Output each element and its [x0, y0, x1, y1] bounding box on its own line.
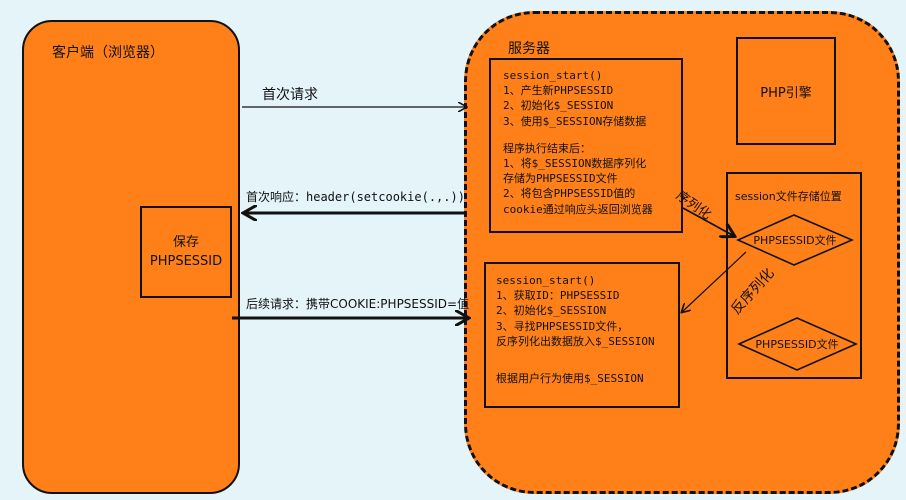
phpsessid-file-diamond-2: [737, 317, 858, 371]
first-box-line: 1、将$_SESSION数据序列化: [503, 157, 647, 171]
phpsessid-store-box: 保存 PHPSESSID: [140, 206, 232, 298]
first-response-label: 首次响应：header(setcookie(.,.)): [246, 188, 465, 205]
serialize-arrow: [682, 207, 734, 236]
diamond-1-label: PHPSESSID文件: [753, 233, 836, 247]
client-browser-box: [22, 20, 240, 494]
server-title: 服务器: [508, 41, 550, 57]
first-request-process-box: session_start() 1、产生新PHPSESSID 2、初始化$_SE…: [489, 58, 683, 233]
first-box-line: 2、将包含PHPSESSID值的: [503, 187, 636, 201]
php-engine-label: PHP引擎: [760, 85, 812, 101]
later-box-line: 1、获取ID：PHPSESSID: [496, 289, 620, 303]
first-request-label: 首次请求: [262, 87, 318, 103]
first-box-line: 程序执行结束后：: [503, 141, 591, 155]
later-request-label: 后续请求：携带COOKIE:PHPSESSID=值: [246, 297, 470, 311]
later-request-process-box: session_start() 1、获取ID：PHPSESSID 2、初始化$_…: [484, 262, 680, 408]
first-box-line: 3、使用$_SESSION存储数据: [503, 114, 647, 128]
first-box-line: session_start(): [503, 69, 603, 82]
first-box-line: cookie通过响应头返回浏览器: [503, 202, 653, 216]
later-box-line: session_start(): [496, 274, 596, 287]
store-line-2: PHPSESSID: [149, 254, 223, 269]
later-box-line: 2、初始化$_SESSION: [496, 304, 607, 318]
later-box-line: 反序列化出数据放入$_SESSION: [496, 334, 655, 348]
first-box-line: 存储为PHPSESSID文件: [503, 172, 618, 186]
first-box-line: 2、初始化$_SESSION: [503, 99, 614, 113]
store-line-1: 保存: [172, 235, 199, 250]
deserialize-arrow: [682, 251, 747, 312]
client-title: 客户端（浏览器）: [52, 45, 164, 61]
storage-title: session文件存储位置: [735, 190, 842, 203]
php-engine-box: PHP引擎: [736, 37, 836, 145]
session-storage-box: session文件存储位置: [726, 172, 862, 379]
phpsessid-file-diamond-1: [736, 214, 855, 266]
diamond-2-label: PHPSESSID文件: [755, 337, 838, 351]
first-box-line: 1、产生新PHPSESSID: [503, 84, 614, 98]
later-box-line: 3、寻找PHPSESSID文件，: [496, 319, 629, 333]
later-box-line: 根据用户行为使用$_SESSION: [496, 372, 644, 386]
first-response-text: 首次响应：header(setcookie(.,.)): [246, 190, 465, 204]
